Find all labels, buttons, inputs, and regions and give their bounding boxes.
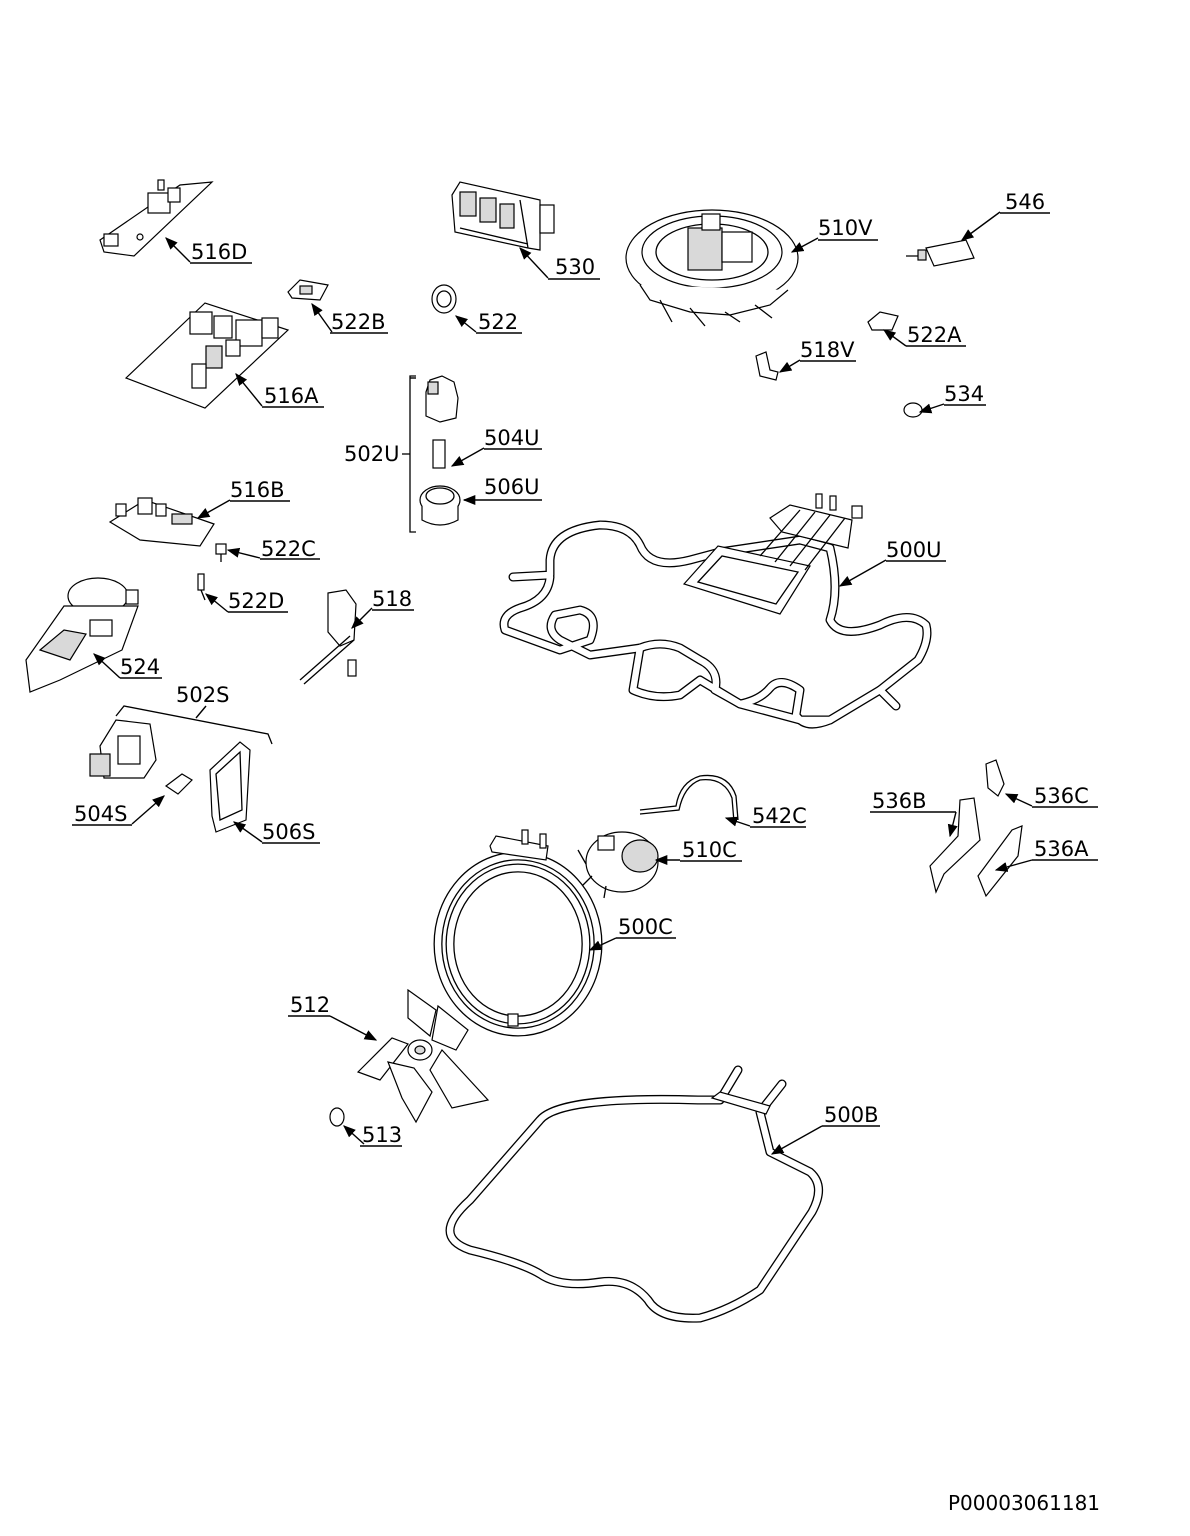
label-522d: 522D <box>228 589 284 613</box>
terminal-block-530 <box>451 181 555 251</box>
label-502s: 502S <box>176 683 229 707</box>
label-504s: 504S <box>74 802 127 826</box>
label-500b: 500B <box>824 1103 879 1127</box>
fan-blade-512 <box>356 988 490 1124</box>
label-522: 522 <box>478 310 518 334</box>
drawing-code: P00003061181 <box>948 1491 1100 1515</box>
grill-element-500u <box>499 493 932 729</box>
label-546: 546 <box>1005 190 1045 214</box>
circuit-board-516b <box>108 497 215 547</box>
knob-assembly-502u <box>419 375 461 526</box>
label-504u: 504U <box>484 426 539 450</box>
label-513: 513 <box>362 1123 402 1147</box>
label-536a: 536A <box>1034 837 1089 861</box>
label-518: 518 <box>372 587 412 611</box>
label-522b: 522B <box>331 310 386 334</box>
clip-522a <box>867 311 899 331</box>
switch-body-502s <box>89 719 157 779</box>
door-lock-524 <box>25 577 139 693</box>
bracket-536c <box>985 759 1005 797</box>
nut-513 <box>329 1107 345 1127</box>
label-516b: 516B <box>230 478 285 502</box>
lamp-546 <box>906 239 975 267</box>
label-524: 524 <box>120 655 160 679</box>
label-502u: 502U <box>344 442 399 466</box>
label-512: 512 <box>290 993 330 1017</box>
bracket-502s <box>115 705 273 745</box>
label-510v: 510V <box>818 216 873 240</box>
fan-motor-510v <box>625 209 799 327</box>
bulb-534 <box>903 402 923 418</box>
label-500u: 500U <box>886 538 941 562</box>
label-506u: 506U <box>484 475 539 499</box>
bracket-536a <box>977 825 1023 898</box>
bracket-502u <box>402 375 416 533</box>
label-530: 530 <box>555 255 595 279</box>
circular-element-500c <box>433 829 603 1037</box>
label-506s: 506S <box>262 820 315 844</box>
leader-lines <box>93 211 1033 1155</box>
label-522c: 522C <box>261 537 316 561</box>
label-534: 534 <box>944 382 984 406</box>
sensor-522d <box>197 573 206 601</box>
thermostat-522 <box>431 284 457 314</box>
wire-bracket-542c <box>639 774 739 823</box>
label-510c: 510C <box>682 838 737 862</box>
label-518v: 518V <box>800 338 855 362</box>
part-504s <box>164 773 193 795</box>
sensor-522b <box>287 279 329 301</box>
label-536c: 536C <box>1034 784 1089 808</box>
part-labels: 516D 530 510V 546 522B 522 522A 516A 518… <box>72 190 1100 1515</box>
label-542c: 542C <box>752 804 807 828</box>
control-board-516a <box>124 302 290 409</box>
fan-motor-510c <box>577 831 659 899</box>
label-536b: 536B <box>872 789 927 813</box>
label-516d: 516D <box>191 240 247 264</box>
label-500c: 500C <box>618 915 673 939</box>
bracket-536b <box>929 797 981 894</box>
panel-506s <box>209 741 251 833</box>
sensor-522c <box>215 543 227 562</box>
circuit-board-516d <box>99 179 214 257</box>
probe-518 <box>299 589 357 685</box>
bottom-element-500b <box>445 1065 823 1323</box>
clip-518v <box>755 351 779 381</box>
label-522a: 522A <box>907 323 962 347</box>
label-516a: 516A <box>264 384 319 408</box>
